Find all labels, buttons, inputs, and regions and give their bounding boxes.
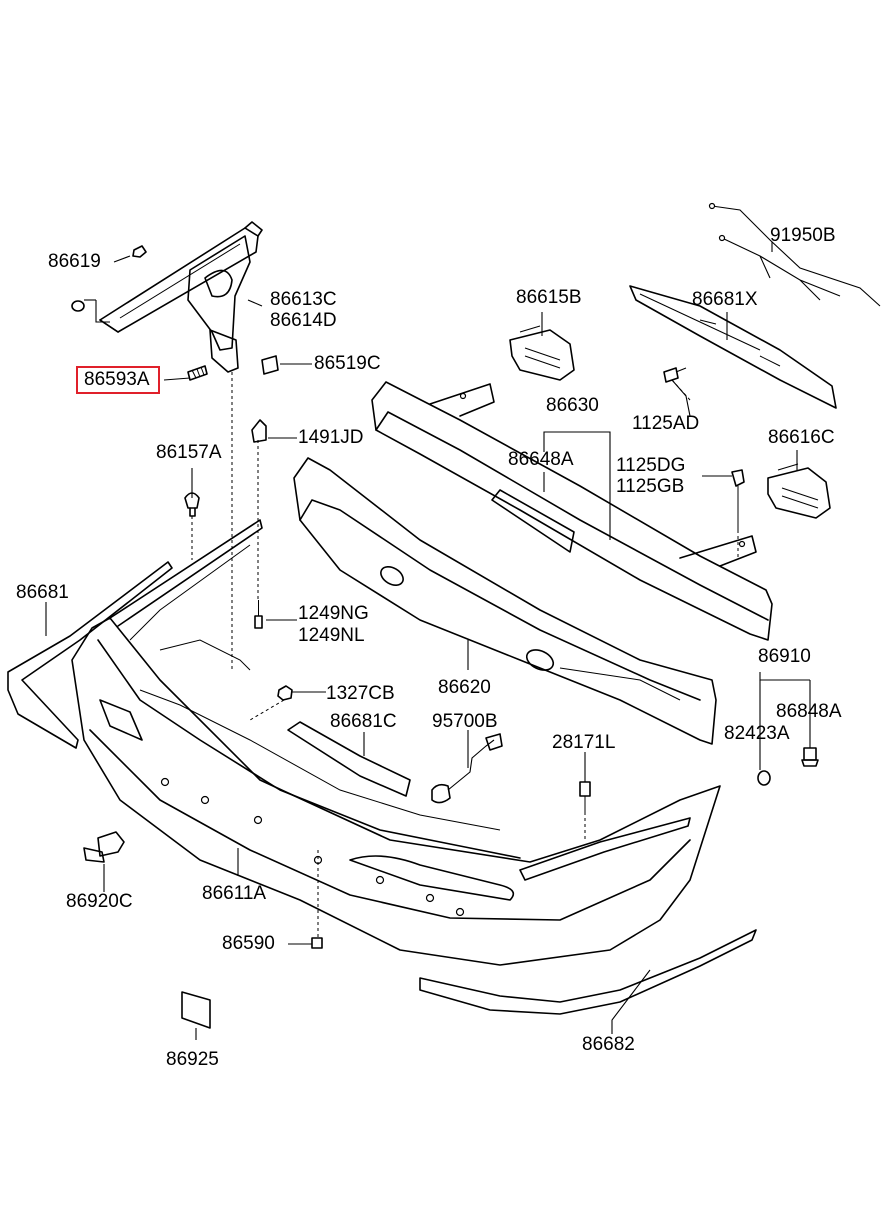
- bolt-1125ad-part[interactable]: [663, 367, 687, 383]
- label-86920c[interactable]: 86920C: [66, 891, 133, 912]
- molding-86682-part[interactable]: [419, 929, 757, 1015]
- label-86681x[interactable]: 86681X: [692, 289, 758, 310]
- label-1125gb[interactable]: 1125GB: [616, 476, 685, 497]
- label-86519c[interactable]: 86519C: [314, 353, 381, 374]
- label-86619[interactable]: 86619: [48, 251, 101, 272]
- nut-1327cb-part[interactable]: [277, 685, 293, 701]
- bolt-1249ng-part[interactable]: [254, 600, 263, 629]
- label-28171l[interactable]: 28171L: [552, 732, 616, 753]
- absorber-86620-part[interactable]: [293, 457, 717, 745]
- label-1125ad[interactable]: 1125AD: [632, 413, 700, 434]
- nut-86619-part[interactable]: [71, 245, 147, 312]
- clip-86593a-part[interactable]: [187, 365, 208, 381]
- clip-86920c-part[interactable]: [83, 831, 125, 863]
- clip-86519c-part[interactable]: [261, 355, 279, 375]
- label-86611a[interactable]: 86611A: [202, 883, 267, 904]
- clip-86848a-part[interactable]: [801, 747, 819, 767]
- washer-82423a-part[interactable]: [757, 770, 771, 786]
- label-91950b[interactable]: 91950B: [770, 225, 836, 246]
- label-86630[interactable]: 86630: [546, 395, 599, 416]
- bumper-cover-86611a-part[interactable]: [71, 519, 721, 966]
- leader-lines: [45, 242, 811, 1040]
- upper-bracket-part[interactable]: [99, 221, 263, 373]
- label-1249ng[interactable]: 1249NG: [298, 603, 369, 624]
- label-86620[interactable]: 86620: [438, 677, 491, 698]
- label-86590[interactable]: 86590: [222, 933, 275, 954]
- bracket-86615b-part[interactable]: [509, 325, 575, 381]
- molding-86681-part[interactable]: [7, 561, 173, 749]
- sensor-95700b-part[interactable]: [431, 733, 503, 804]
- label-1491jd[interactable]: 1491JD: [298, 427, 364, 448]
- label-86681[interactable]: 86681: [16, 582, 69, 603]
- harness-91950b-part[interactable]: [708, 202, 881, 307]
- label-1249nl[interactable]: 1249NL: [298, 625, 365, 646]
- label-86593a-highlighted[interactable]: 86593A: [76, 366, 160, 394]
- bolt-1125dg-part[interactable]: [731, 469, 745, 530]
- label-86157a[interactable]: 86157A: [156, 442, 222, 463]
- label-82423a[interactable]: 82423A: [724, 723, 790, 744]
- label-86616c[interactable]: 86616C: [768, 427, 835, 448]
- bracket-86681c-part[interactable]: [287, 721, 411, 797]
- label-1125dg[interactable]: 1125DG: [616, 455, 686, 476]
- label-86648a[interactable]: 86648A: [508, 449, 574, 470]
- label-86910[interactable]: 86910: [758, 646, 811, 667]
- nut-1491jd-part[interactable]: [251, 419, 267, 443]
- label-86682[interactable]: 86682: [582, 1034, 635, 1055]
- label-86925[interactable]: 86925: [166, 1049, 219, 1070]
- bracket-86616c-part[interactable]: [767, 463, 831, 519]
- label-86614d[interactable]: 86614D: [270, 310, 337, 331]
- plate-86925-part[interactable]: [181, 991, 211, 1029]
- label-95700b[interactable]: 95700B: [432, 711, 498, 732]
- label-86615b[interactable]: 86615B: [516, 287, 582, 308]
- label-1327cb[interactable]: 1327CB: [326, 683, 395, 704]
- label-86681c[interactable]: 86681C: [330, 711, 397, 732]
- screw-86590-part[interactable]: [311, 937, 323, 949]
- beam-86630-part[interactable]: [371, 381, 773, 641]
- bolt-28171l-part[interactable]: [579, 781, 591, 812]
- label-86613c[interactable]: 86613C: [270, 289, 337, 310]
- label-86848a[interactable]: 86848A: [776, 701, 842, 722]
